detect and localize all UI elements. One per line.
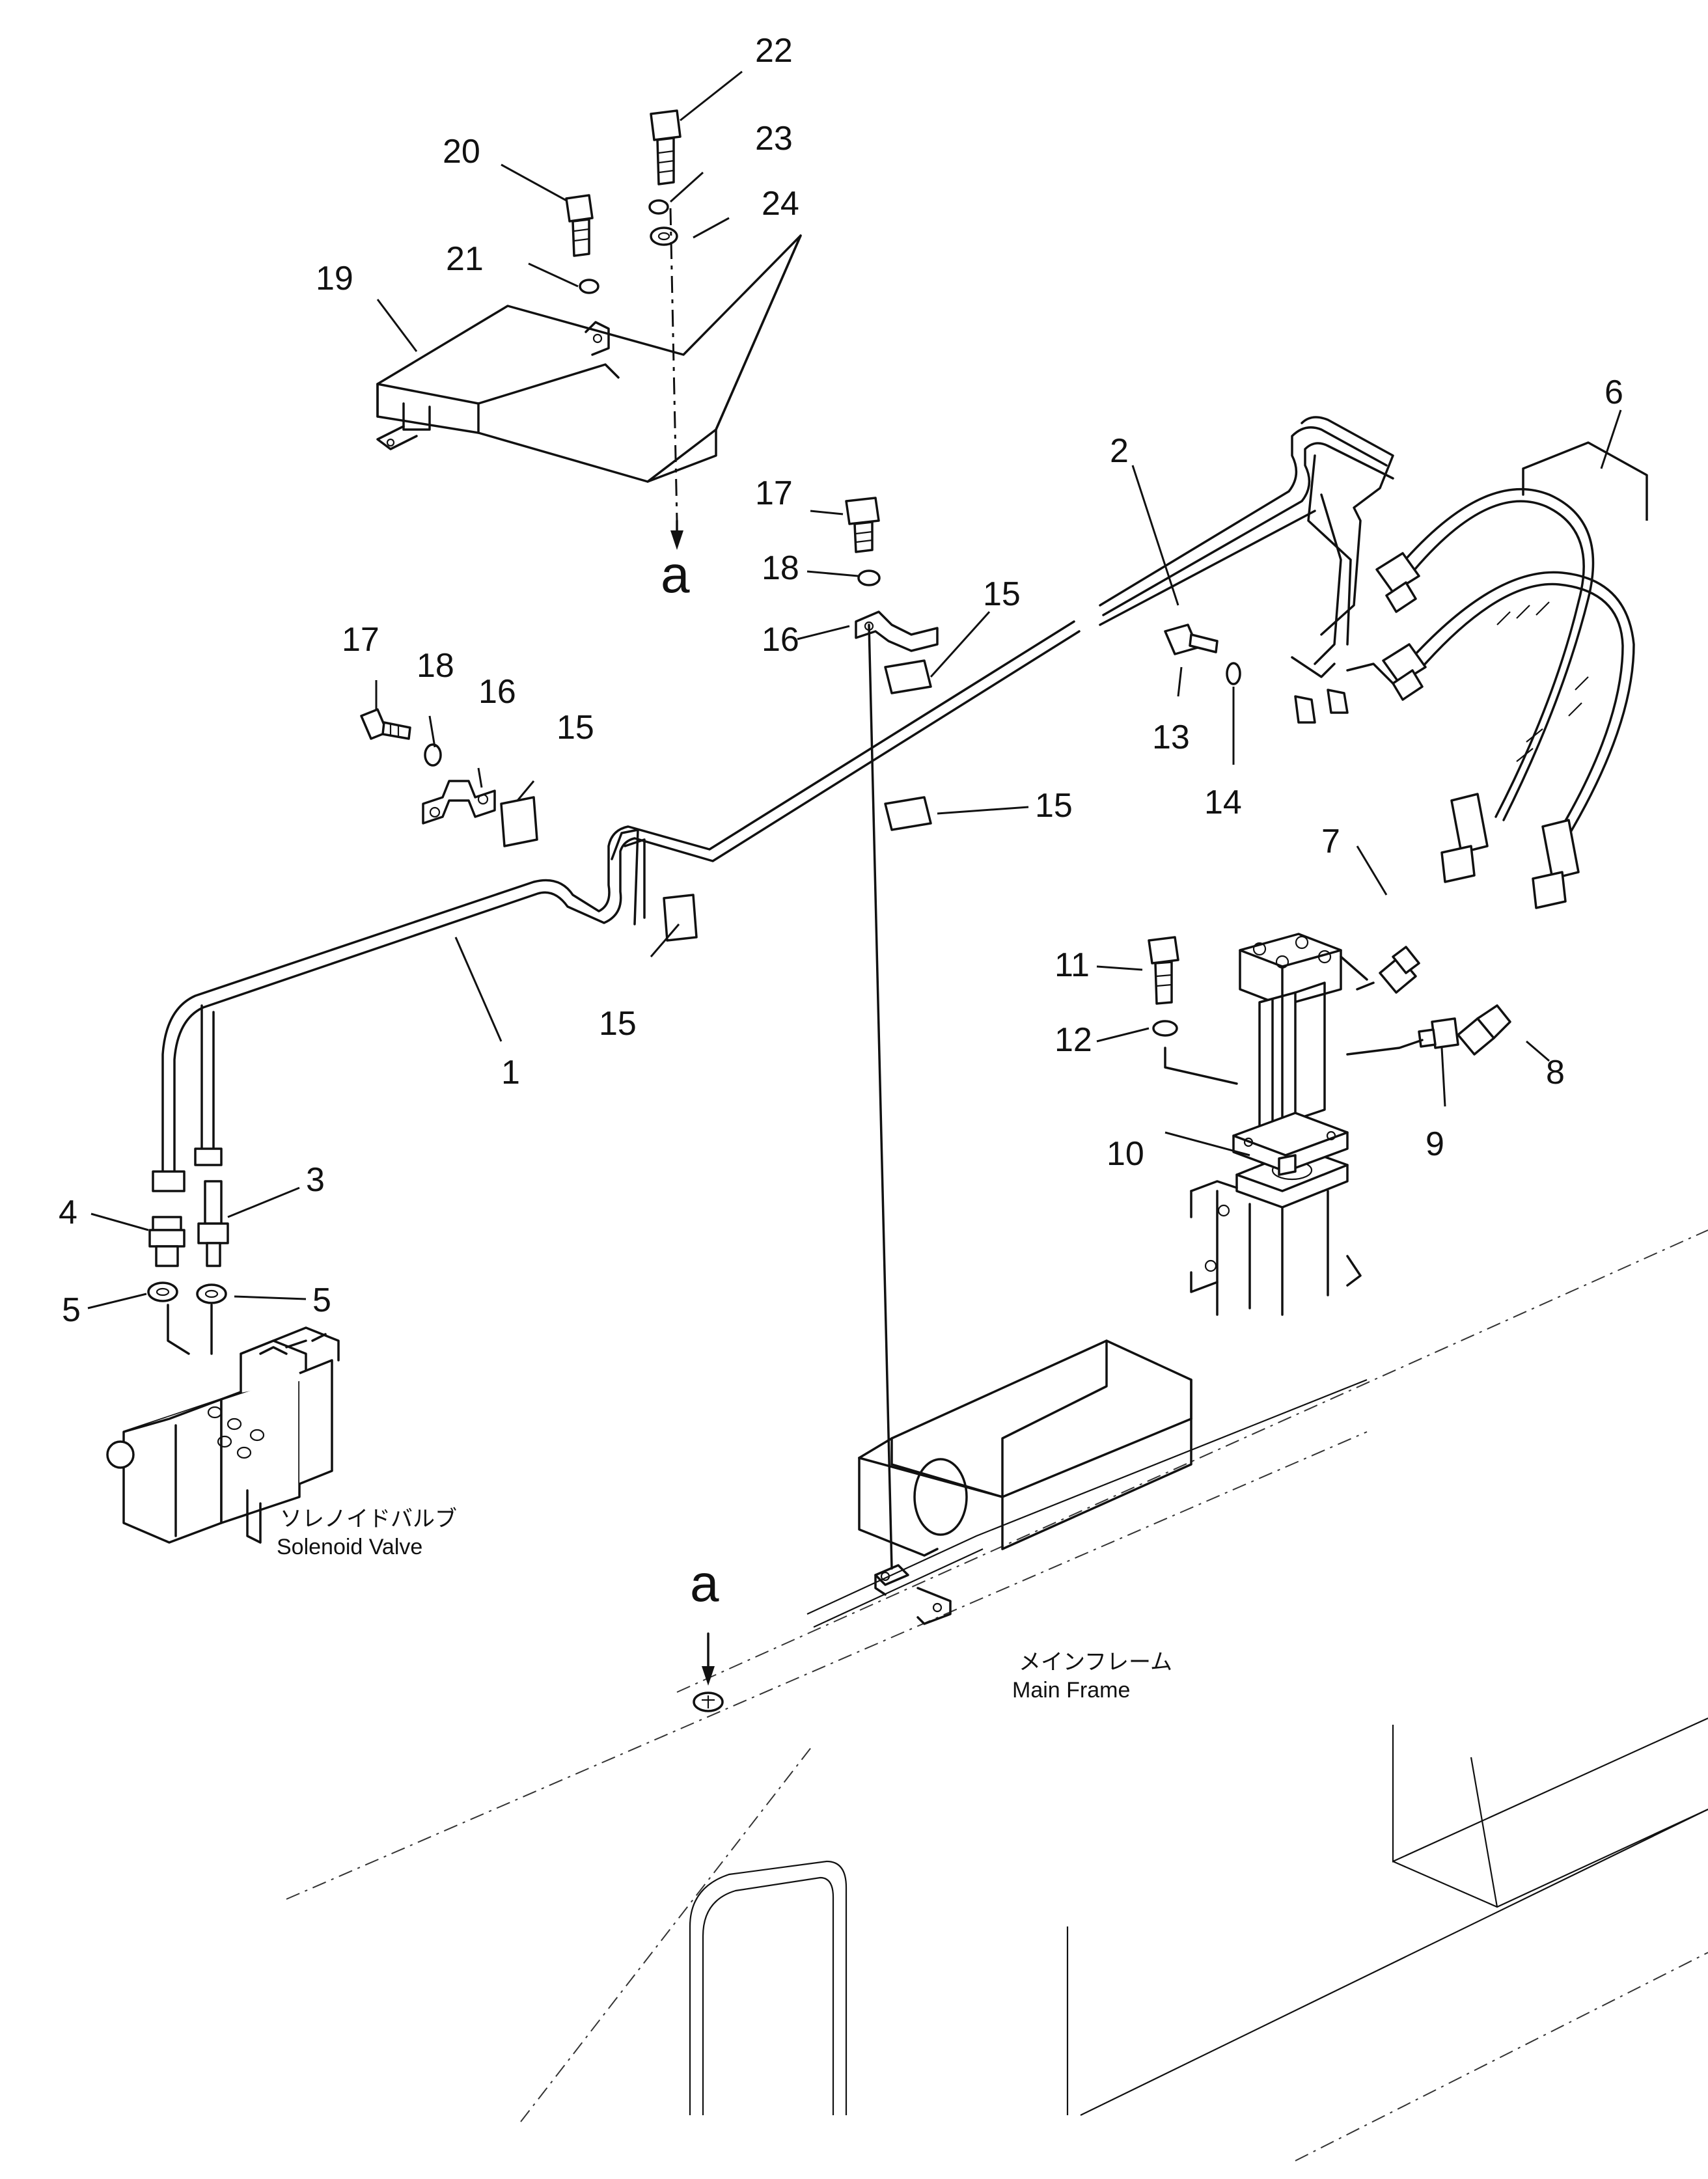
connector-3 bbox=[197, 1180, 229, 1267]
callout-18-b: 18 bbox=[417, 647, 454, 685]
solenoid-valve-body bbox=[106, 1326, 340, 1544]
pipe-assembly-2 bbox=[1099, 416, 1394, 724]
elbow-7-lead bbox=[1340, 955, 1368, 981]
callout-6: 6 bbox=[1605, 374, 1623, 411]
bolt-13 bbox=[1164, 624, 1219, 655]
lock-washer-18-right bbox=[857, 569, 881, 586]
clamp-mount-line bbox=[868, 624, 893, 1570]
lock-washer-23 bbox=[648, 199, 669, 215]
callout-19: 19 bbox=[316, 260, 353, 297]
clamp-16-left bbox=[422, 780, 496, 825]
hose-tag-6 bbox=[1522, 441, 1648, 521]
elbow-7 bbox=[1356, 946, 1420, 994]
frame-stud bbox=[693, 1692, 724, 1712]
callout-21: 21 bbox=[446, 240, 484, 278]
cover-arrow-head bbox=[670, 530, 683, 550]
leader-lines bbox=[87, 70, 1622, 1309]
hose-fittings bbox=[1375, 552, 1580, 909]
frame-clip bbox=[874, 1564, 952, 1625]
bolt-20 bbox=[565, 194, 594, 257]
main-frame-outline bbox=[286, 1229, 1708, 2161]
callout-24: 24 bbox=[762, 185, 799, 223]
caption-main-frame-jp: メインフレーム bbox=[1019, 1650, 1172, 1675]
callout-16-a: 16 bbox=[762, 621, 799, 659]
ref-arrow-head bbox=[702, 1666, 715, 1686]
solenoid-10 bbox=[1232, 933, 1349, 1176]
callout-9: 9 bbox=[1426, 1125, 1444, 1163]
callout-4: 4 bbox=[59, 1194, 77, 1231]
captions: ソレノイドバルブ Solenoid Valve メインフレーム Main Fra… bbox=[277, 1507, 1172, 1703]
connector-4 bbox=[148, 1216, 186, 1267]
callout-20: 20 bbox=[443, 133, 480, 171]
callout-2: 2 bbox=[1110, 432, 1129, 470]
bolt-17-right bbox=[845, 497, 880, 553]
callout-17-b: 17 bbox=[342, 621, 379, 659]
callout-18-a: 18 bbox=[762, 549, 799, 587]
callout-15-d: 15 bbox=[557, 709, 594, 747]
ref-mark-top: a bbox=[661, 545, 690, 603]
callout-7: 7 bbox=[1321, 823, 1340, 860]
cover-bolt-axis bbox=[669, 208, 678, 521]
callout-5-right: 5 bbox=[312, 1281, 331, 1319]
cushion-15-b bbox=[663, 894, 698, 942]
callout-labels: 1 2 3 4 5 5 6 7 8 9 10 11 12 13 14 15 15… bbox=[59, 32, 1623, 1612]
bolt-22 bbox=[650, 109, 682, 185]
adapter-9 bbox=[1418, 1017, 1459, 1049]
bolt-17-left bbox=[360, 708, 411, 740]
cushion-15-d bbox=[884, 796, 932, 831]
washer-24 bbox=[650, 226, 678, 246]
mount-column bbox=[1190, 1147, 1362, 1316]
caption-solenoid-valve-en: Solenoid Valve bbox=[277, 1535, 422, 1559]
ref-mark-bottom: a bbox=[690, 1554, 719, 1612]
lock-washer-12 bbox=[1152, 1020, 1178, 1037]
callout-14: 14 bbox=[1204, 784, 1242, 821]
callout-22: 22 bbox=[755, 32, 793, 70]
cover-plate bbox=[376, 234, 802, 483]
washer-5-right bbox=[196, 1283, 227, 1304]
callout-16-b: 16 bbox=[478, 673, 516, 711]
callout-17-a: 17 bbox=[755, 474, 793, 512]
cushion-15-a bbox=[500, 796, 538, 847]
callout-15-a: 15 bbox=[983, 575, 1021, 613]
bolt-11 bbox=[1148, 936, 1179, 1005]
callout-13: 13 bbox=[1152, 719, 1190, 756]
lock-washer-14 bbox=[1226, 662, 1241, 685]
washer-5-left bbox=[147, 1281, 178, 1302]
callout-10: 10 bbox=[1107, 1135, 1144, 1173]
callout-5-left: 5 bbox=[62, 1291, 81, 1329]
elbow-8 bbox=[1457, 1004, 1511, 1056]
caption-solenoid-valve-jp: ソレノイドバルブ bbox=[280, 1507, 457, 1531]
callout-15-c: 15 bbox=[599, 1005, 637, 1043]
pipe-end-nuts bbox=[152, 1147, 223, 1192]
lock-washer-21 bbox=[579, 279, 599, 294]
caption-main-frame-en: Main Frame bbox=[1012, 1678, 1130, 1703]
pipe-assembly-1 bbox=[161, 620, 1081, 1173]
callout-3: 3 bbox=[306, 1161, 325, 1199]
adapter-9-lead bbox=[1346, 1039, 1424, 1056]
callout-23: 23 bbox=[755, 120, 793, 158]
cushion-15-c bbox=[884, 659, 932, 694]
bolt-11-axis bbox=[1164, 1047, 1238, 1085]
connector-4-axis bbox=[167, 1304, 190, 1355]
hoses bbox=[1398, 487, 1635, 847]
callout-15-b: 15 bbox=[1035, 787, 1073, 825]
callout-11: 11 bbox=[1054, 946, 1090, 984]
callout-8: 8 bbox=[1546, 1054, 1565, 1091]
lock-washer-18-left bbox=[424, 743, 442, 767]
callout-1: 1 bbox=[501, 1054, 520, 1091]
callout-12: 12 bbox=[1054, 1021, 1092, 1059]
frame-bracket bbox=[858, 1339, 1192, 1557]
